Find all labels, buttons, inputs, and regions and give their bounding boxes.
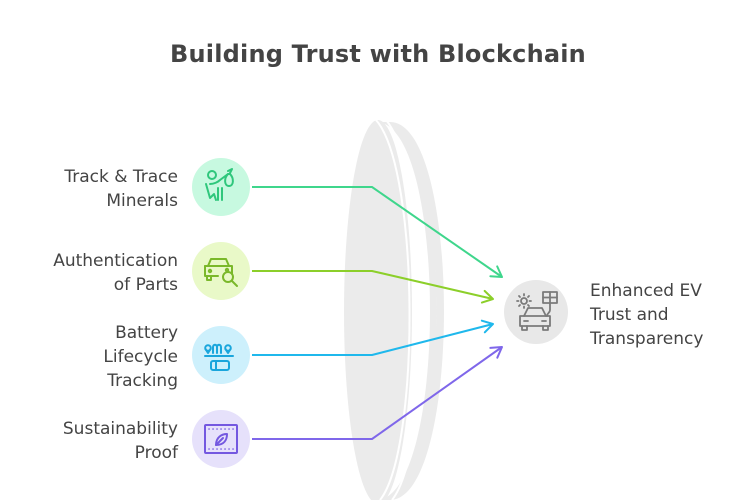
node-sustainability	[192, 410, 250, 468]
label-line: Authentication	[53, 251, 178, 271]
label-battery-lifecycle-tracking: Battery Lifecycle Tracking	[8, 321, 178, 393]
person-carrying-sack-icon	[205, 168, 234, 201]
label-line: Lifecycle	[103, 347, 178, 367]
solar-ev-icon	[516, 291, 558, 331]
connector-track-trace	[252, 186, 503, 278]
label-line: Battery	[115, 323, 178, 343]
label-line: Tracking	[107, 371, 178, 391]
arrowhead-battery	[480, 319, 494, 334]
label-track-trace-minerals: Track & Trace Minerals	[8, 165, 178, 213]
connector-sustainability	[252, 346, 503, 440]
label-line: Sustainability	[62, 419, 178, 439]
label-line: of Parts	[113, 275, 178, 295]
lens-edge-line-1	[375, 120, 411, 500]
node-authentication	[192, 242, 250, 300]
lens-front	[344, 120, 412, 500]
diagram-title: Building Trust with Blockchain	[170, 40, 586, 68]
connector-authentication	[252, 270, 494, 300]
arrowhead-track-trace	[489, 265, 503, 278]
connector-battery	[252, 323, 494, 356]
arrowhead-sustainability	[489, 346, 503, 359]
leaf-certificate-icon	[204, 424, 238, 454]
lens-edge-line-2	[385, 120, 423, 500]
label-line: Trust and	[590, 305, 669, 325]
arrowhead-authentication	[480, 289, 494, 304]
label-authentication-of-parts: Authentication of Parts	[8, 249, 178, 297]
label-line: Transparency	[590, 329, 704, 349]
node-battery	[192, 326, 250, 384]
node-track-trace	[192, 158, 250, 216]
label-line: Proof	[134, 443, 178, 463]
label-line: Minerals	[106, 191, 178, 211]
label-sustainability-proof: Sustainability Proof	[8, 417, 178, 465]
label-line: Enhanced EV	[590, 281, 702, 301]
node-output	[504, 280, 568, 344]
car-magnifier-icon	[204, 258, 238, 287]
battery-route-icon	[204, 343, 234, 371]
lens-shape	[344, 120, 444, 500]
label-enhanced-ev-trust: Enhanced EV Trust and Transparency	[590, 279, 750, 351]
label-line: Track & Trace	[64, 167, 178, 187]
